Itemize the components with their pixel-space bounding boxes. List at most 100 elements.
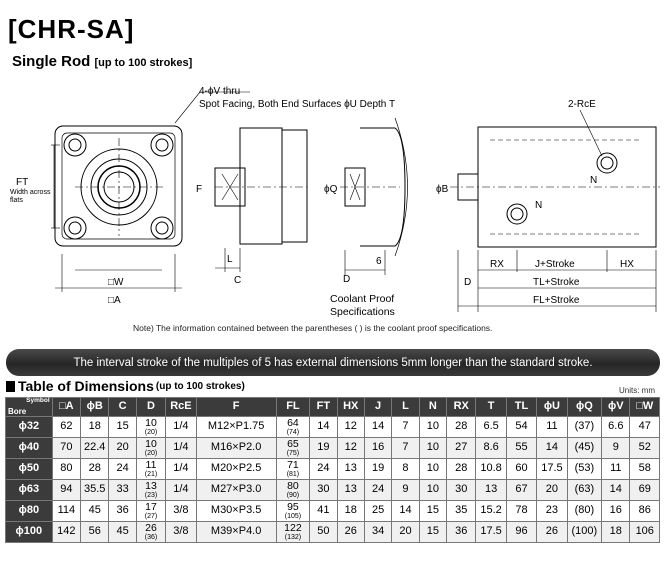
header-hx: HX <box>336 397 365 417</box>
cell-tl: 54 <box>505 416 538 438</box>
title-square-icon <box>6 380 15 392</box>
cell-c: 33 <box>108 479 137 501</box>
cell-j: 24 <box>363 479 393 501</box>
page-subtitle: Single Rod [up to 100 strokes] <box>12 53 192 70</box>
cell-fl: 71(81) <box>275 458 311 480</box>
cell-j: 19 <box>363 458 393 480</box>
cell-u: 14 <box>536 437 568 459</box>
label-w: □W <box>108 277 124 288</box>
cell-rce: 1/4 <box>165 479 197 501</box>
cell-n: 10 <box>418 416 448 438</box>
header-rx: RX <box>446 397 477 417</box>
cell-n: 10 <box>418 437 448 459</box>
units-label: Units: mm <box>619 386 655 395</box>
bore-cell: ϕ32 <box>5 416 53 438</box>
cell-d-coolant-value: (21) <box>144 470 158 478</box>
header-bore: Bore <box>8 406 27 416</box>
label-hx: HX <box>620 259 634 270</box>
cell-u: 20 <box>536 479 568 501</box>
bore-cell: ϕ50 <box>5 458 53 480</box>
cell-j: 14 <box>363 416 393 438</box>
page-title: [CHR-SA] <box>8 14 135 44</box>
cell-u: 23 <box>536 500 568 522</box>
header-l: L <box>391 397 420 417</box>
label-n-upper: N <box>590 175 597 186</box>
cell-tl: 96 <box>505 521 538 543</box>
cell-d-value: 10 <box>145 437 157 450</box>
cell-ft: 19 <box>309 437 338 459</box>
cell-tl: 60 <box>505 458 538 480</box>
cell-a: 70 <box>51 437 82 459</box>
cell-t: 8.6 <box>475 437 507 459</box>
cell-d-coolant-value: (23) <box>144 491 158 499</box>
header-c: C <box>108 397 137 417</box>
subtitle-note: [up to 100 strokes] <box>94 57 193 69</box>
table-header-row: Symbol Bore □A ϕB C D RcE F FL FT HX J L… <box>5 397 660 417</box>
cell-l: 14 <box>391 500 420 522</box>
table-title-text: Table of Dimensions <box>18 378 154 394</box>
label-width-across-2: flats <box>10 197 23 204</box>
label-n-lower: N <box>535 200 542 211</box>
cell-a: 114 <box>51 500 82 522</box>
cell-v: 11 <box>601 458 631 480</box>
header-v: ϕV <box>601 397 631 417</box>
cell-b: 56 <box>80 521 110 543</box>
cell-f: M12×P1.75 <box>195 416 277 438</box>
cell-rce: 3/8 <box>165 521 197 543</box>
cell-v: 9 <box>601 437 631 459</box>
cell-fl: 80(90) <box>275 479 311 501</box>
cell-d-value: 13 <box>145 479 157 492</box>
cell-rx: 30 <box>446 479 477 501</box>
cell-fl-coolant-value: (81) <box>286 470 300 478</box>
cell-tl: 67 <box>505 479 538 501</box>
cell-q: (53) <box>566 458 603 480</box>
cell-rx: 36 <box>446 521 477 543</box>
header-rce: RcE <box>165 397 197 417</box>
cell-f: M16×P2.0 <box>195 437 277 459</box>
label-tl-stroke: TL+Stroke <box>533 277 580 288</box>
label-d: D <box>343 274 350 285</box>
cell-n: 15 <box>418 500 448 522</box>
cell-b: 22.4 <box>80 437 110 459</box>
header-symbol: Symbol <box>26 397 50 404</box>
header-t: T <box>475 397 507 417</box>
cell-f: M30×P3.5 <box>195 500 277 522</box>
label-f: F <box>196 184 202 195</box>
cell-u: 11 <box>536 416 568 438</box>
cell-b: 28 <box>80 458 110 480</box>
cell-w: 47 <box>629 416 660 438</box>
cell-u: 17.5 <box>536 458 568 480</box>
cell-q: (100) <box>566 521 603 543</box>
label-c: C <box>234 275 241 286</box>
label-width-across-1: Width across <box>10 189 51 196</box>
cell-n: 10 <box>418 479 448 501</box>
cell-t: 6.5 <box>475 416 507 438</box>
label-fl-stroke: FL+Stroke <box>533 295 580 306</box>
cell-d-coolant-value: (20) <box>144 449 158 457</box>
subtitle-main: Single Rod <box>12 53 91 70</box>
header-b: ϕB <box>80 397 110 417</box>
cell-rx: 28 <box>446 416 477 438</box>
cell-l: 9 <box>391 479 420 501</box>
label-j-stroke: J+Stroke <box>535 259 575 270</box>
cell-a: 142 <box>51 521 82 543</box>
label-6: 6 <box>376 256 382 267</box>
cell-v: 16 <box>601 500 631 522</box>
cell-c: 15 <box>108 416 137 438</box>
cell-fl-value: 95 <box>287 500 299 513</box>
front-view <box>51 91 250 292</box>
cell-l: 8 <box>391 458 420 480</box>
cell-rx: 28 <box>446 458 477 480</box>
header-q: ϕQ <box>566 397 603 417</box>
dimensions-table: Symbol Bore □A ϕB C D RcE F FL FT HX J L… <box>5 397 660 543</box>
cell-a: 94 <box>51 479 82 501</box>
cell-fl-coolant-value: (132) <box>284 533 302 541</box>
cell-rce: 1/4 <box>165 416 197 438</box>
cell-fl-value: 122 <box>284 521 302 534</box>
cell-hx: 13 <box>336 458 365 480</box>
header-u: ϕU <box>536 397 568 417</box>
cell-rx: 35 <box>446 500 477 522</box>
